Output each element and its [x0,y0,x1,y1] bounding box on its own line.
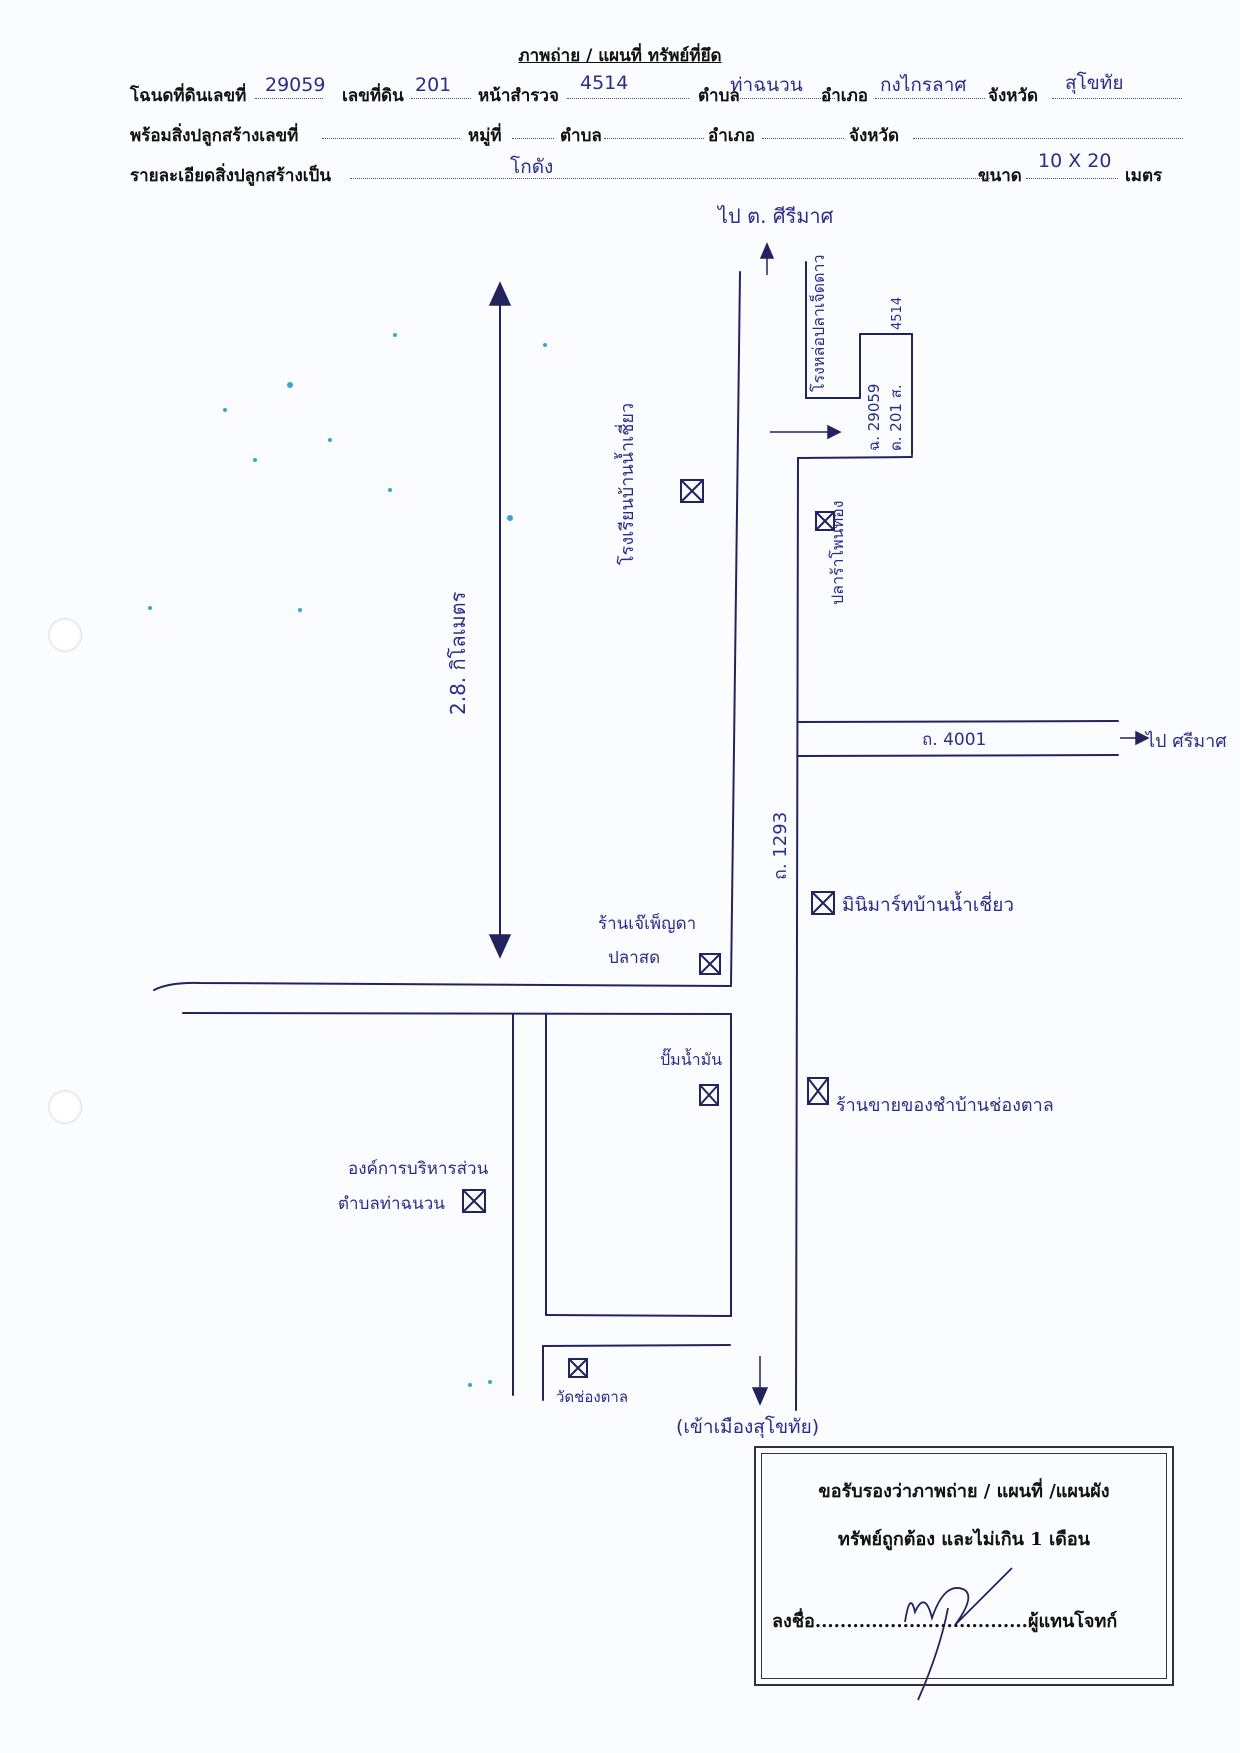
unit-label: เมตร [1125,166,1163,186]
fish-shop-marker-icon [699,953,721,975]
size-label: ขนาด [978,166,1022,186]
subdistrict-label: ตำบล [698,86,740,106]
building-no-label: พร้อมสิ่งปลูกสร้างเลขที่ [130,126,299,146]
road-1293-west-edge [730,271,741,986]
province-label: จังหวัด [988,86,1039,106]
east-arrow-icon [1135,730,1150,746]
gas-station-marker-icon [699,1084,719,1106]
south-arrow-icon [751,1387,769,1406]
label-distance: 2.8. กิโลเมตร [446,591,470,715]
north-arrow-icon [759,242,775,259]
label-road-1293: ถ. 1293 [770,811,791,880]
form-title: ภาพถ่าย / แผนที่ ทรัพย์ที่ยึด [518,46,722,66]
ink-specks [148,333,547,1387]
label-plot-land: ด. 201 ส. [887,384,905,451]
sign-role: ผู้แทนโจทก์ [1027,1611,1118,1632]
label-road-4001: ถ. 4001 [922,730,987,750]
plot-access-road [797,456,913,459]
province-value: สุโขทัย [1065,72,1124,94]
subdistrict-label-2: ตำบล [560,126,602,146]
minimart-marker-icon [811,891,835,915]
road-4001-north-edge [797,720,1119,723]
label-fish-shop-2: ปลาสด [608,948,661,968]
distance-arrowhead-top [488,281,512,306]
subdistrict-value: ท่าฉนวน [730,74,803,96]
deed-value: 29059 [265,74,326,96]
label-minimart: มินิมาร์ทบ้านน้ำเชี่ยว [842,894,1015,916]
label-to-sirimas: ไป ต. ศีรีมาศ [718,204,834,228]
west-road-south-edge [182,1012,732,1015]
punch-hole-top [48,618,82,652]
label-temple: วัดช่องตาล [556,1388,629,1406]
temple-lot-top [542,1344,731,1347]
village-label: หมู่ที่ [468,126,502,146]
west-road-north-edge [153,981,732,991]
label-gas-station: ปั๊มน้ำมัน [660,1050,723,1069]
arrow-to-plot-icon [827,424,842,440]
cert-line-2: ทรัพย์ถูกต้อง และไม่เกิน 1 เดือน [838,1529,1090,1550]
certification-box-inner: ขอรับรองว่าภาพถ่าย / แผนที่ /แผนผัง ทรัพ… [761,1453,1167,1679]
fish-farm-marker-icon [815,511,835,531]
sign-dots: .................................. [814,1611,1028,1632]
detail-value: โกดัง [510,156,554,178]
district-label: อำเภอ [821,86,868,106]
certification-box: ขอรับรองว่าภาพถ่าย / แผนที่ /แผนผัง ทรัพ… [754,1446,1174,1686]
label-school: โรงเรียนบ้านน้ำเชี่ยว [617,402,638,565]
label-sao-1: องค์การบริหารส่วน [348,1159,489,1179]
cert-line-1: ขอรับรองว่าภาพถ่าย / แผนที่ /แผนผัง [818,1481,1110,1502]
signature [904,1567,1013,1701]
label-sao-2: ตำบลท่าฉนวน [338,1194,445,1214]
label-to-sirimas-east: ไป ศรีมาศ [1146,731,1227,752]
survey-page-value: 4514 [580,72,629,94]
label-plot-survey: 4514 [890,296,905,330]
label-plot-name: โรงหล่อปลาเจ็ดดาว [809,254,828,393]
grocery-marker-icon [807,1077,829,1105]
road-1293-east-edge [795,457,799,1411]
land-no-label: เลขที่ดิน [342,86,404,106]
school-marker-icon [680,479,704,503]
province-label-2: จังหวัด [849,126,900,146]
deed-label: โฉนดที่ดินเลขที่ [130,86,247,106]
punch-hole-bottom [48,1090,82,1124]
detail-label: รายละเอียดสิ่งปลูกสร้างเป็น [130,166,331,186]
header-row-building: พร้อมสิ่งปลูกสร้างเลขที่ หมู่ที่ ตำบล อำ… [130,116,1188,146]
header-row-detail: รายละเอียดสิ่งปลูกสร้างเป็น โกดัง ขนาด 1… [130,150,1188,186]
label-plot-deed: ฉ. 29059 [865,383,883,451]
temple-marker-icon [568,1358,588,1378]
sao-marker-icon [462,1189,486,1213]
label-to-sukhothai: (เข้าเมืองสุโขทัย) [676,1416,820,1438]
size-value: 10 X 20 [1038,150,1112,172]
label-grocery: ร้านขายของชำบ้านช่องตาล [836,1095,1054,1116]
district-value: กงไกรลาศ [880,74,967,96]
header-row-deed: โฉนดที่ดินเลขที่ 29059 เลขที่ดิน 201 หน้… [130,72,1188,106]
road-4001-south-edge [797,754,1119,757]
label-fish-farm: ปลาร้าโพนทอง [828,500,847,605]
distance-arrowhead-bottom [488,934,512,959]
label-fish-shop-1: ร้านเจ๊เพ็ญดา [598,914,697,934]
district-label-2: อำเภอ [708,126,755,146]
cert-signature-line: ลงชื่อ..................................… [772,1606,1167,1635]
survey-page-label: หน้าสำรวจ [478,86,559,106]
block-bottom-edge [545,1314,732,1317]
sign-label: ลงชื่อ [772,1611,815,1632]
land-no-value: 201 [415,74,452,96]
